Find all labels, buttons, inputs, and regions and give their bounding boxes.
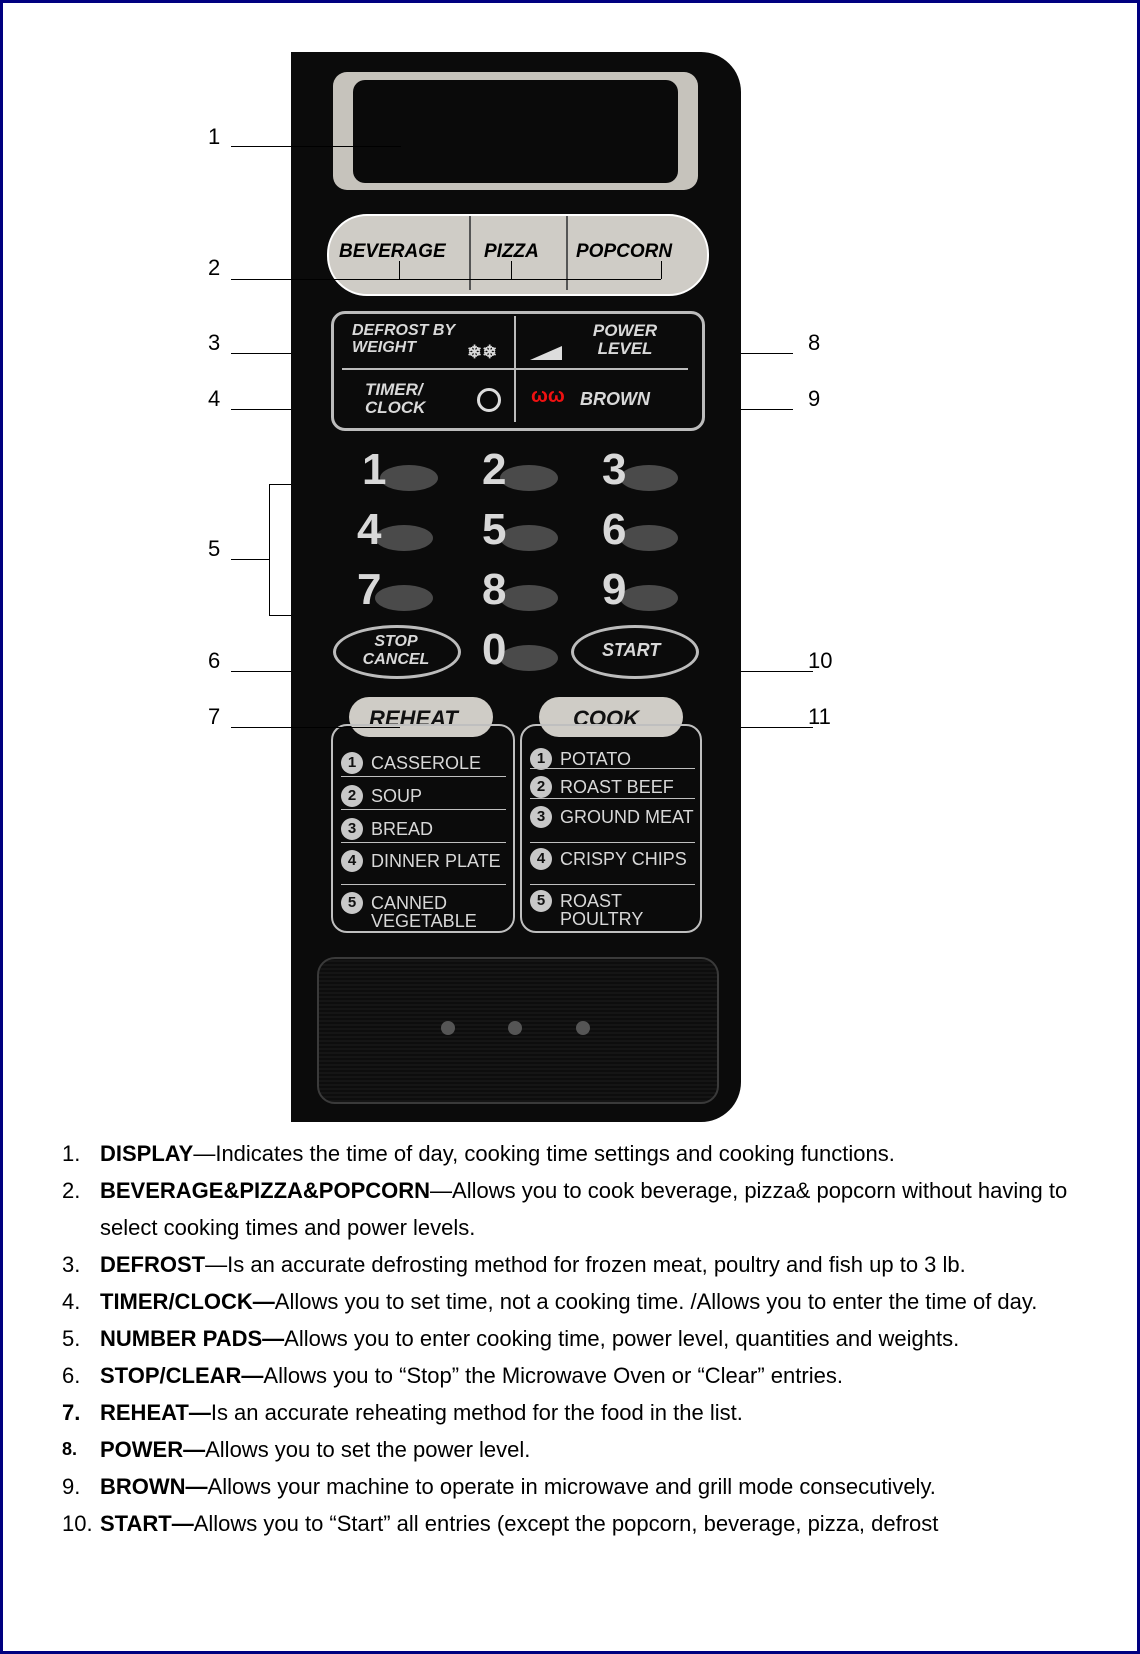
pizza-button[interactable]: PIZZA [484, 241, 539, 262]
leader-line [231, 727, 400, 728]
number-pad-8[interactable]: 8 [482, 565, 562, 625]
indicator-dot [576, 1021, 590, 1035]
divider [530, 768, 695, 769]
clock-icon [477, 388, 501, 412]
callout-6: 6 [208, 648, 221, 673]
leader-line [231, 409, 291, 410]
function-keys-group [331, 311, 705, 431]
divider [341, 809, 506, 810]
callout-2: 2 [208, 255, 221, 280]
divider [530, 798, 695, 799]
leader-line [399, 261, 400, 279]
leader-line [741, 409, 793, 410]
vent-grille [317, 957, 719, 1104]
callout-9: 9 [808, 386, 821, 411]
callout-1: 1 [208, 124, 221, 149]
start-button[interactable] [571, 625, 699, 679]
divider [530, 842, 695, 843]
callout-3: 3 [208, 330, 221, 355]
leader-line [231, 559, 269, 560]
leader-line [231, 671, 291, 672]
number-pad-4[interactable]: 4 [357, 505, 437, 565]
callout-7: 7 [208, 704, 221, 729]
function-divider [342, 368, 688, 370]
description-item: 2.BEVERAGE&PIZZA&POPCORN—Allows you to c… [62, 1178, 1068, 1240]
leader-line [231, 279, 661, 280]
power-level-icon [530, 346, 562, 360]
preset-divider [566, 216, 568, 290]
preset-buttons-group [327, 214, 709, 296]
callout-11: 11 [808, 704, 831, 729]
number-pad-6[interactable]: 6 [602, 505, 682, 565]
number-pad-1[interactable]: 1 [362, 445, 442, 505]
description-item: 8.POWER—Allows you to set the power leve… [62, 1437, 531, 1462]
reheat-label: REHEAT [369, 706, 458, 731]
number-pad-0[interactable]: 0 [482, 625, 562, 685]
stop-cancel-label: STOP CANCEL [362, 633, 430, 668]
leader-line [231, 353, 291, 354]
bracket-line [269, 484, 270, 616]
description-item: 3.DEFROST—Is an accurate defrosting meth… [62, 1252, 966, 1277]
divider [530, 884, 695, 885]
divider [341, 776, 506, 777]
description-list: 1.DISPLAY—Indicates the time of day, coo… [60, 1135, 1120, 1542]
number-pad-7[interactable]: 7 [357, 565, 437, 625]
cook-label: COOK [573, 706, 639, 731]
display-screen [353, 80, 678, 183]
description-item: 7.REHEAT—Is an accurate reheating method… [62, 1400, 743, 1425]
popcorn-button[interactable]: POPCORN [576, 241, 673, 262]
description-item: 9.BROWN—Allows your machine to operate i… [62, 1474, 936, 1499]
preset-divider [469, 216, 471, 290]
leader-line [231, 146, 401, 147]
indicator-dot [508, 1021, 522, 1035]
leader-line [661, 261, 662, 279]
leader-line [741, 671, 813, 672]
beverage-button[interactable]: BEVERAGE [339, 241, 446, 262]
divider [341, 842, 506, 843]
indicator-dot [441, 1021, 455, 1035]
description-item: 1.DISPLAY—Indicates the time of day, coo… [62, 1141, 895, 1166]
number-pad-2[interactable]: 2 [482, 445, 562, 505]
cook-button[interactable] [539, 697, 683, 737]
start-label: START [602, 640, 661, 660]
number-pad-3[interactable]: 3 [602, 445, 682, 505]
callout-4: 4 [208, 386, 221, 411]
callout-10: 10 [808, 648, 833, 673]
bracket-line [269, 615, 291, 616]
reheat-button[interactable] [349, 697, 493, 737]
bracket-line [269, 484, 291, 485]
description-item: 6.STOP/CLEAR—Allows you to “Stop” the Mi… [62, 1363, 843, 1388]
callout-8: 8 [808, 330, 821, 355]
description-item: 10.START—Allows you to “Start” all entri… [62, 1511, 939, 1536]
brown-button[interactable]: BROWN [580, 389, 650, 409]
snowflake-icon: ❄❄ [467, 342, 498, 362]
description-item: 5.NUMBER PADS—Allows you to enter cookin… [62, 1326, 960, 1351]
defrost-button[interactable]: DEFROST BY WEIGHT [352, 322, 455, 356]
callout-5: 5 [208, 536, 221, 561]
leader-line [511, 261, 512, 279]
timer-clock-button[interactable]: TIMER/ CLOCK [365, 380, 426, 417]
grill-icon: ωω [531, 385, 565, 407]
power-level-button[interactable]: POWER LEVEL [592, 321, 658, 358]
leader-line [741, 353, 793, 354]
description-item: 4.TIMER/CLOCK—Allows you to set time, no… [62, 1289, 1038, 1314]
stop-cancel-button[interactable] [333, 625, 461, 679]
number-pad-5[interactable]: 5 [482, 505, 562, 565]
leader-line [741, 727, 813, 728]
number-pad-9[interactable]: 9 [602, 565, 682, 625]
divider [341, 884, 506, 885]
